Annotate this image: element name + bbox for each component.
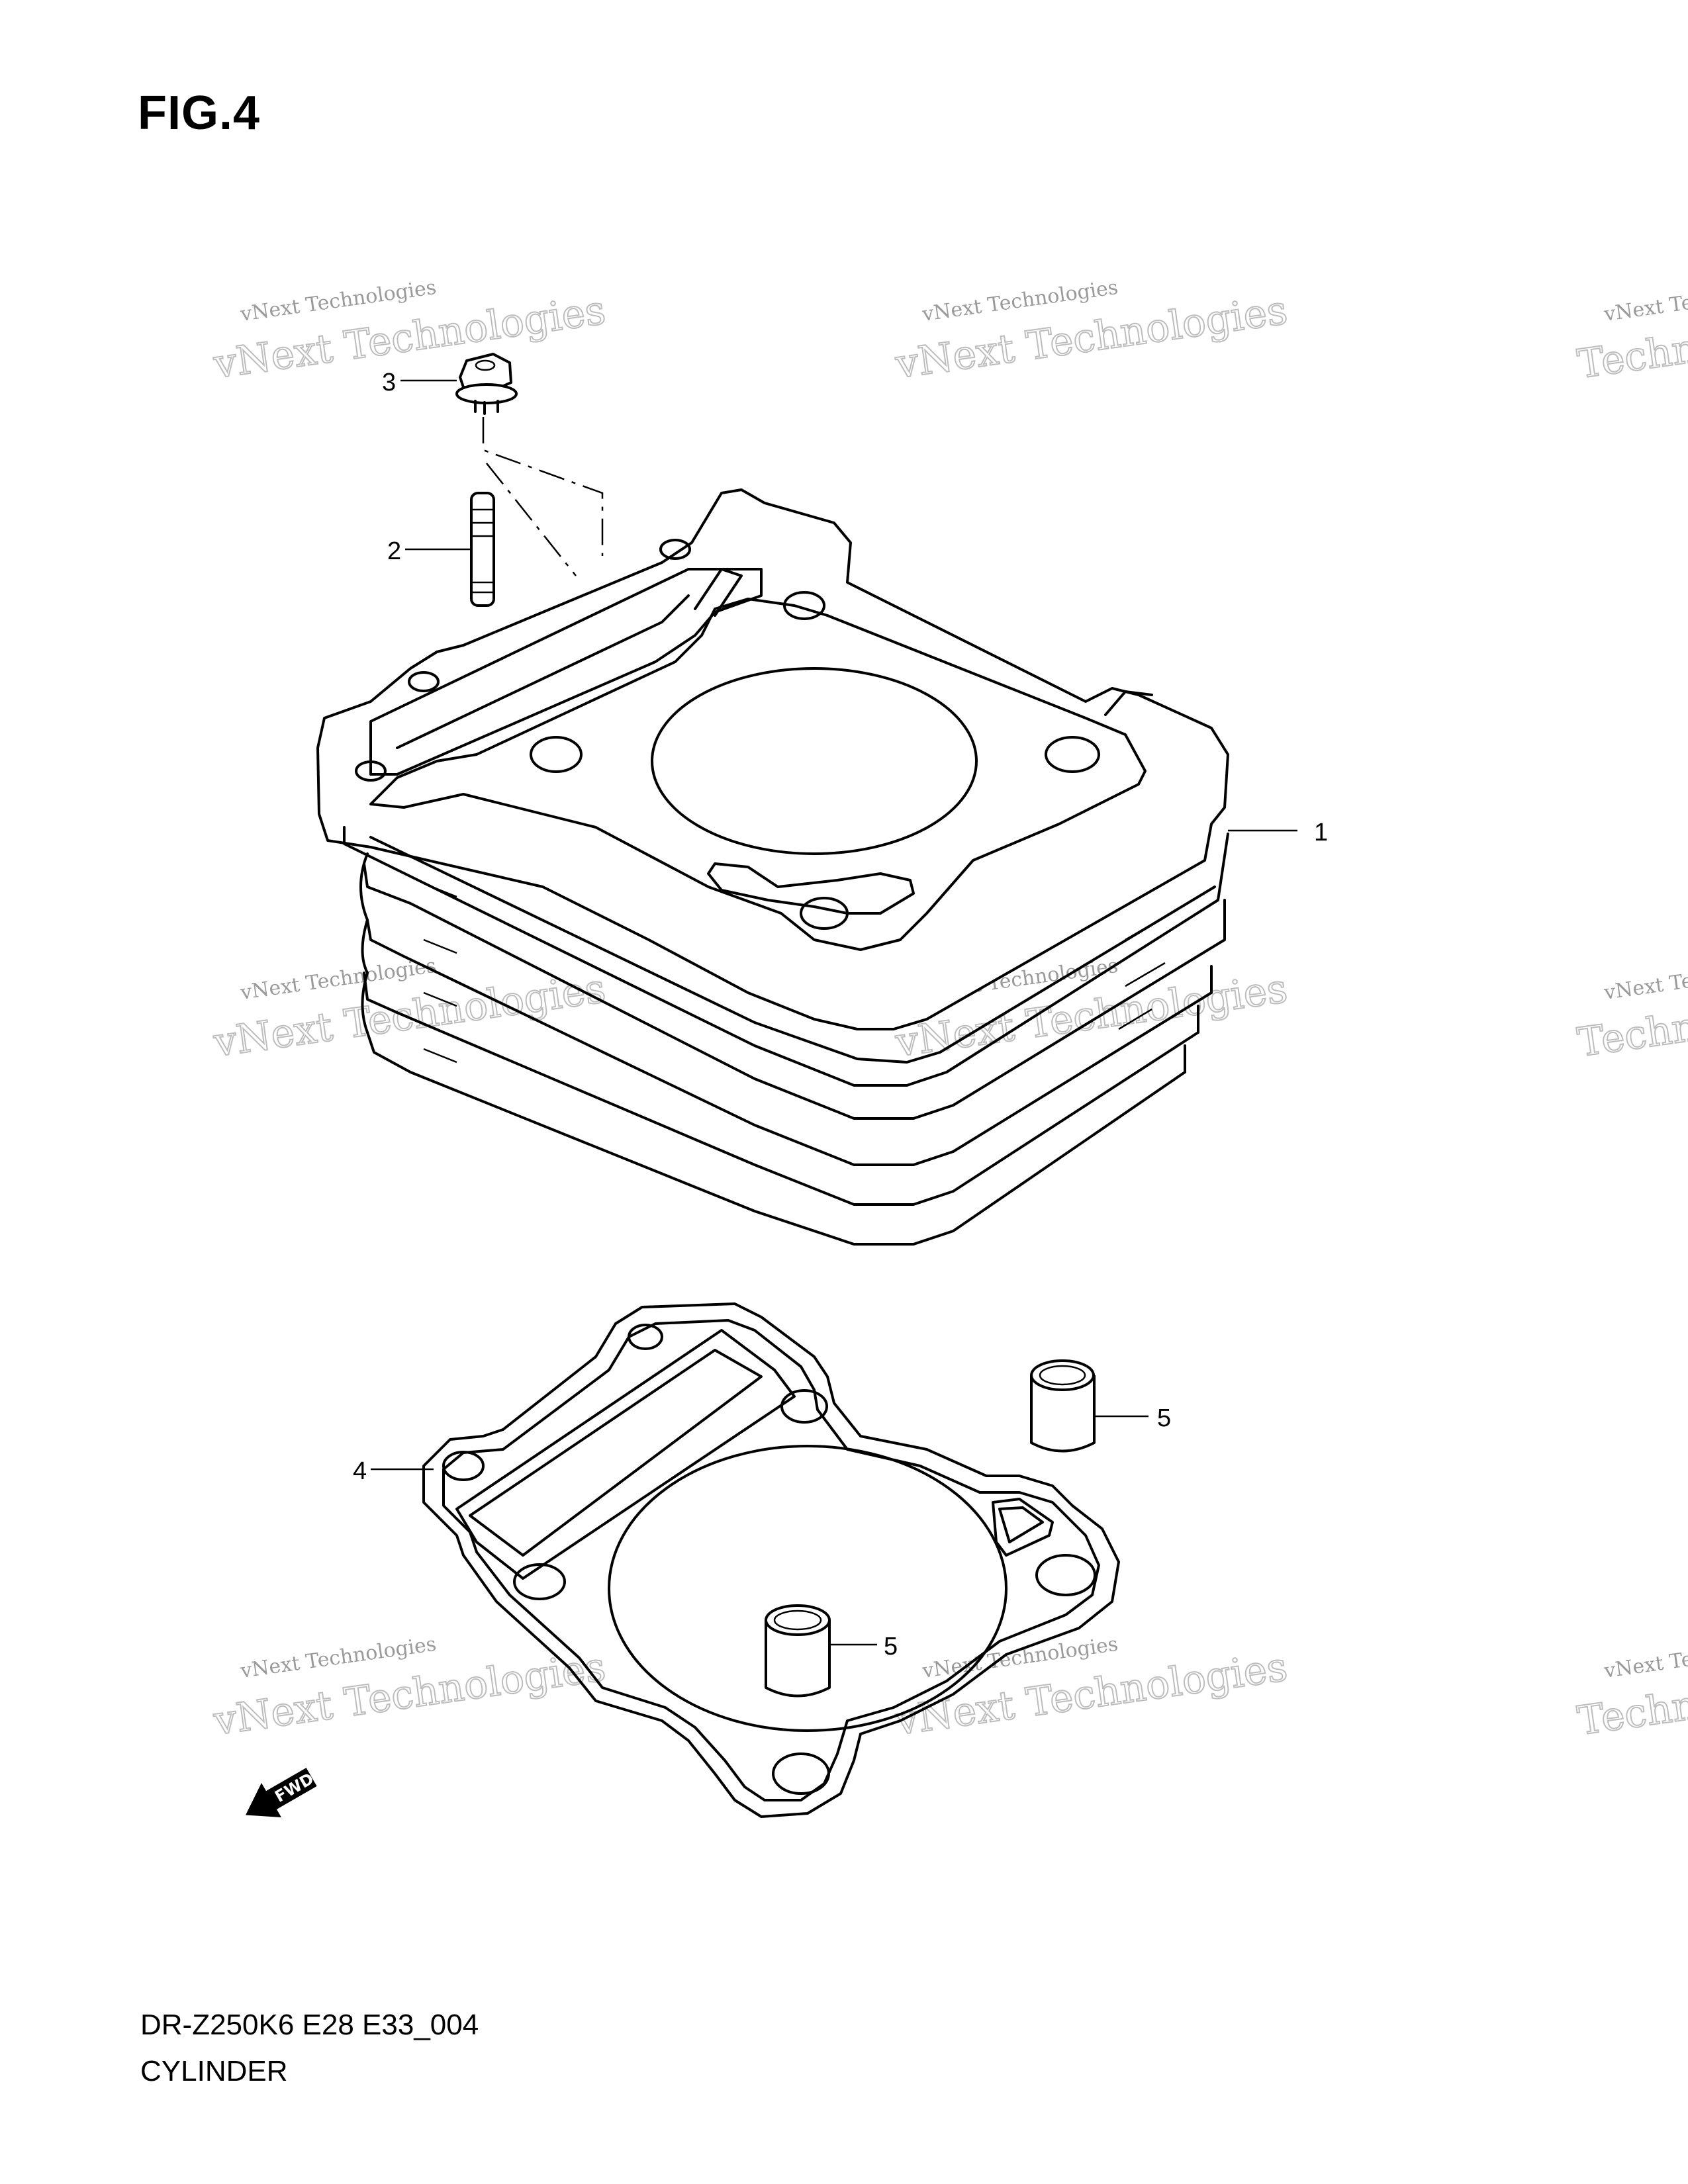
part-dowel-pin-lower	[765, 1604, 831, 1698]
figure-title: FIG.4	[138, 87, 261, 140]
watermark-top-left: vNext Technologies vNext Technologies	[210, 276, 609, 388]
part-nut	[455, 353, 518, 415]
svg-text:vNext Te: vNext Te	[1602, 291, 1688, 326]
part-stud-bolt	[470, 492, 495, 607]
watermark-right-partial: vNext Te Techn	[1574, 291, 1688, 388]
callout-5-lower: 5	[884, 1633, 898, 1661]
callout-4: 4	[353, 1457, 367, 1485]
svg-text:Techn: Techn	[1575, 325, 1688, 388]
watermark-right-partial-mid: vNext Te Techn	[1574, 969, 1688, 1067]
svg-text:Techn: Techn	[1575, 1682, 1688, 1745]
alignment-lines	[482, 417, 604, 576]
watermark-mid-left: vNext Technologies vNext Technologies	[210, 954, 609, 1067]
section-name: CYLINDER	[140, 2055, 288, 2087]
part-gasket	[422, 1302, 1120, 1818]
part-dowel-pin-upper	[1030, 1359, 1096, 1453]
svg-text:vNext Te: vNext Te	[1602, 1647, 1688, 1683]
callout-1: 1	[1314, 819, 1328, 846]
callout-3: 3	[382, 369, 396, 396]
leader-lines	[371, 379, 1297, 1646]
watermark-bottom-center: vNext Technologies vNext Technologies	[892, 1633, 1291, 1745]
gasket-bore	[608, 1445, 1008, 1732]
cylinder-bore	[651, 667, 978, 855]
part-cylinder	[316, 488, 1229, 1246]
callout-2: 2	[387, 537, 401, 565]
callout-5-upper: 5	[1157, 1404, 1171, 1432]
svg-text:vNext Te: vNext Te	[1602, 969, 1688, 1005]
fwd-arrow-icon: FWD	[246, 1768, 317, 1817]
model-code: DR-Z250K6 E28 E33_004	[140, 2009, 479, 2041]
watermark-right-partial-bottom: vNext Te Techn	[1574, 1647, 1688, 1745]
watermark-top-center: vNext Technologies vNext Technologies	[892, 276, 1291, 388]
svg-text:Techn: Techn	[1575, 1003, 1688, 1066]
